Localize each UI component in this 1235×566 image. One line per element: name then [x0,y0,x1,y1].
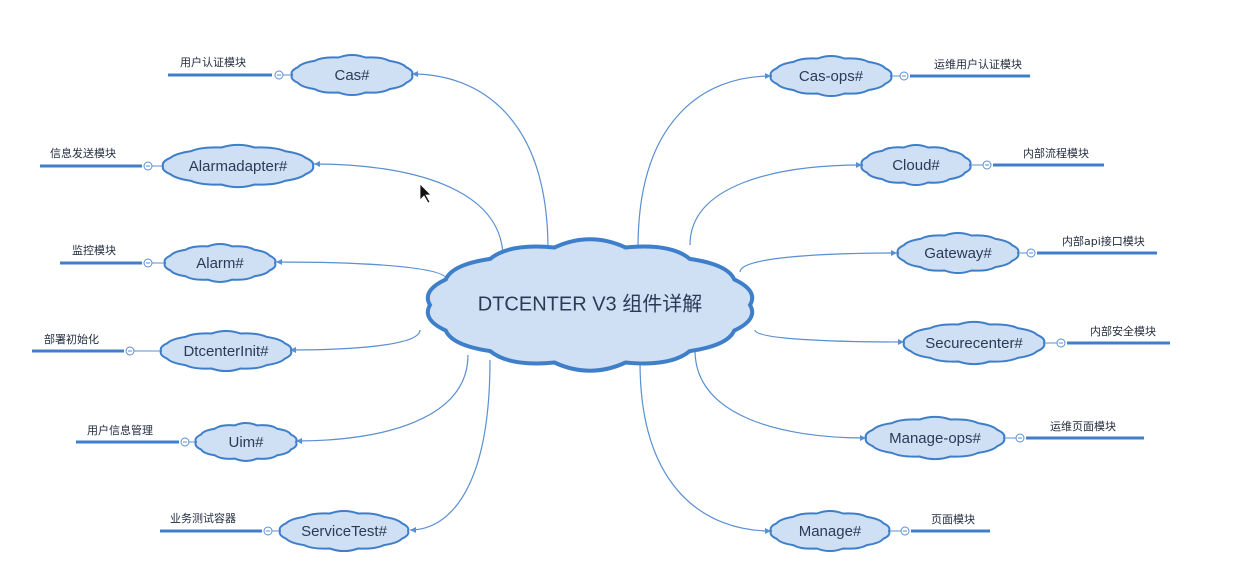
topic-label-manage: Manage# [799,523,862,540]
connector-arrow-uim [296,438,302,444]
connector-arrow-gateway [891,250,897,256]
connector-arrow-alarm [276,259,282,265]
connector-uim [295,354,469,442]
connector-securecenter [754,329,905,343]
topic-node-cloud[interactable]: Cloud# [860,143,972,187]
topic-label-dtcenterinit: DtcenterInit# [183,343,269,360]
cloud-shape-servicetest [278,509,410,553]
topic-nodes: Cas# Alarmadapter# Alarm# DtcenterInit# Uim#… [159,53,1046,553]
subtopic-label-manage-ops[interactable]: 运维页面模块 [1050,420,1116,433]
subtopic-label-dtcenterinit[interactable]: 部署初始化 [44,332,99,346]
connector-lines [275,71,905,534]
subtopic-label-servicetest[interactable]: 业务测试容器 [170,511,236,525]
topic-node-cas[interactable]: Cas# [290,53,414,97]
connector-alarmadapter [313,163,504,259]
subtopic-label-uim[interactable]: 用户信息管理 [87,423,153,437]
subtopic-label-alarmadapter[interactable]: 信息发送模块 [50,146,116,160]
connector-manage [639,361,772,532]
connector-arrow-securecenter [898,339,904,345]
cloud-shape-cas-ops [769,54,893,98]
subtopic-label-manage[interactable]: 页面模块 [931,513,975,526]
subtopic-label-securecenter[interactable]: 内部安全模块 [1090,324,1156,338]
topic-label-gateway: Gateway# [924,245,992,262]
connector-arrow-cas-ops [765,73,771,79]
cloud-shape-manage [769,509,891,553]
topic-node-uim[interactable]: Uim# [194,422,298,462]
topic-node-servicetest[interactable]: ServiceTest# [278,509,410,553]
topic-node-manage[interactable]: Manage# [769,509,891,553]
topic-node-alarm[interactable]: Alarm# [163,243,277,283]
central-topic[interactable]: DTCENTER V3 组件详解 [425,237,755,373]
connector-arrow-alarmadapter [314,161,320,167]
subtopic-label-cas[interactable]: 用户认证模块 [180,55,246,69]
connector-dtcenterinit [289,329,421,351]
cloud-shape-cloud [860,143,972,187]
subtopic-label-cloud[interactable]: 内部流程模块 [1023,146,1089,160]
cloud-shape-alarmadapter [161,143,315,189]
topic-node-gateway[interactable]: Gateway# [896,231,1020,275]
subtopic-label-cas-ops[interactable]: 运维用户认证模块 [934,57,1022,71]
cloud-shape-securecenter [902,320,1046,366]
connector-cloud [689,164,863,246]
cloud-shape-uim [194,422,298,462]
topic-label-servicetest: ServiceTest# [301,523,388,540]
connector-cas-ops [637,75,772,249]
topic-node-alarmadapter[interactable]: Alarmadapter# [161,143,315,189]
connector-arrow-dtcenterinit [290,347,296,353]
topic-node-dtcenterinit[interactable]: DtcenterInit# [159,329,293,373]
cloud-shape-cas [290,53,414,97]
subtopic-label-alarm[interactable]: 监控模块 [72,243,116,257]
central-topic-label: DTCENTER V3 组件详解 [478,292,702,315]
connector-arrow-cloud [856,162,862,168]
cloud-shape-gateway [896,231,1020,275]
topic-node-manage-ops[interactable]: Manage-ops# [864,415,1006,461]
topic-label-cas: Cas# [334,67,370,84]
connector-arrow-manage-ops [860,435,866,441]
connector-arrow-cas [412,71,418,77]
topic-label-cloud: Cloud# [892,157,940,174]
subtopic-label-gateway[interactable]: 内部api接口模块 [1062,234,1145,248]
topic-label-alarm: Alarm# [196,255,244,272]
connector-cas [411,73,549,251]
topic-node-cas-ops[interactable]: Cas-ops# [769,54,893,98]
cloud-shape-dtcenterinit [159,329,293,373]
topic-node-securecenter[interactable]: Securecenter# [902,320,1046,366]
topic-label-securecenter: Securecenter# [925,335,1023,352]
mouse-cursor-icon [419,183,432,204]
topic-label-alarmadapter: Alarmadapter# [189,158,288,175]
connector-arrow-manage [765,528,771,534]
topic-label-uim: Uim# [228,434,264,451]
connector-servicetest [409,359,491,531]
connector-alarm [275,261,448,281]
connector-manage-ops [694,349,867,439]
central-cloud-shape [425,237,755,373]
topic-label-manage-ops: Manage-ops# [889,430,981,447]
connector-arrow-servicetest [410,527,416,533]
cloud-shape-manage-ops [864,415,1006,461]
cloud-shape-alarm [163,243,277,283]
connector-gateway [739,252,898,273]
topic-label-cas-ops: Cas-ops# [799,68,864,85]
